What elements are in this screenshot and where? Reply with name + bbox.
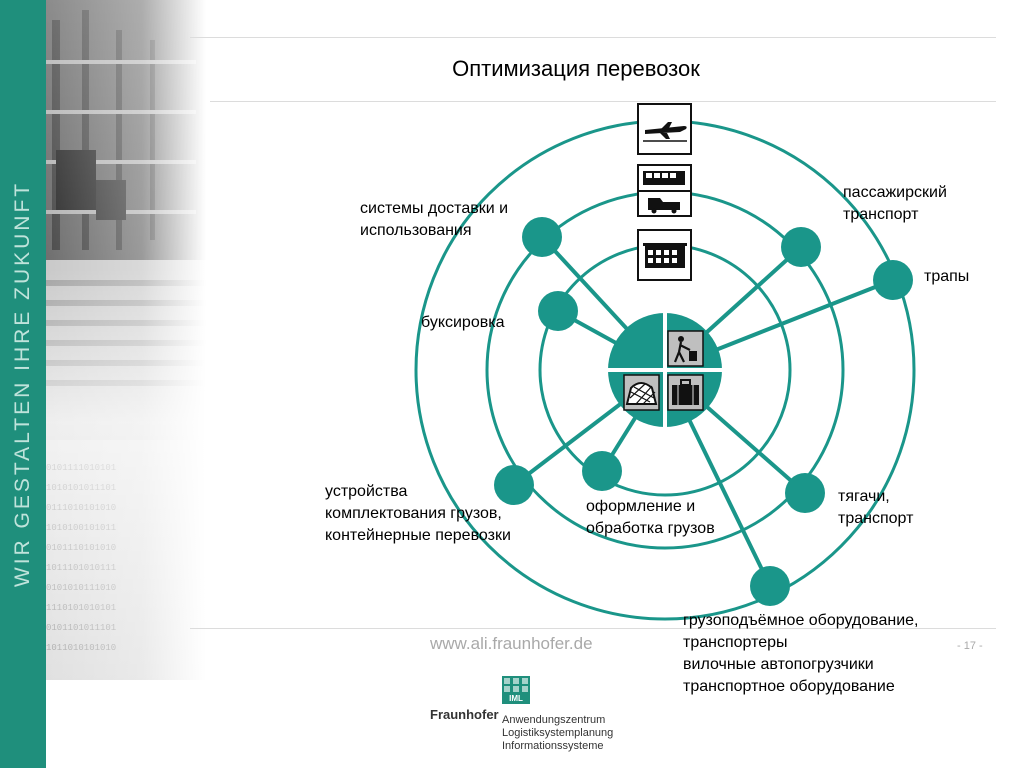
top-rule bbox=[190, 37, 996, 38]
label-lifting-equipment: грузоподъёмное оборудование, транспортер… bbox=[683, 612, 919, 695]
label-towing: буксировка bbox=[421, 314, 505, 331]
node-tractors bbox=[785, 473, 825, 513]
airplane-icon bbox=[637, 103, 692, 155]
fraunhofer-brand: Fraunhofer bbox=[430, 707, 499, 722]
building-icon bbox=[637, 229, 692, 281]
institute-name: Anwendungszentrum Logistiksystemplanung … bbox=[502, 714, 614, 752]
node-load-devices bbox=[494, 465, 534, 505]
title-rule bbox=[210, 101, 996, 102]
warehouse-photo-graphic: 0101111010101 1010101011101 011101010101… bbox=[46, 0, 206, 768]
footer-url[interactable]: www.ali.fraunhofer.de bbox=[430, 634, 593, 653]
iml-logo-badge: IML bbox=[502, 676, 530, 704]
node-cargo-handling bbox=[582, 451, 622, 491]
node-lifting-equipment bbox=[750, 566, 790, 606]
left-brand-band: WIR GESTALTEN IHRE ZUKUNFT bbox=[0, 0, 46, 768]
suitcase-icon bbox=[667, 374, 704, 411]
footer-rule bbox=[190, 628, 996, 629]
page-title: Оптимизация перевозок bbox=[452, 56, 700, 81]
node-delivery-systems bbox=[522, 217, 562, 257]
label-ramps: трапы bbox=[924, 268, 970, 285]
label-delivery-systems: системы доставки и использования bbox=[360, 200, 509, 239]
passenger-luggage-icon bbox=[667, 330, 704, 367]
node-ramps bbox=[873, 260, 913, 300]
truck-icon bbox=[637, 190, 692, 217]
label-passenger-transport: пассажирский транспорт bbox=[843, 184, 947, 223]
label-cargo-handling: оформление и обработка грузов bbox=[586, 498, 715, 537]
warehouse-photo: 0101111010101 1010101011101 011101010101… bbox=[46, 0, 206, 768]
iml-badge-text: IML bbox=[509, 694, 523, 703]
center-hub bbox=[608, 313, 722, 427]
label-tractors: тягачи, транспорт bbox=[838, 488, 914, 527]
label-load-devices: устройства комплектования грузов, контей… bbox=[325, 483, 511, 544]
bus-icon bbox=[637, 164, 692, 192]
cargo-net-icon bbox=[623, 374, 660, 411]
node-passenger-transport bbox=[781, 227, 821, 267]
node-towing bbox=[538, 291, 578, 331]
page-number: - 17 - bbox=[957, 640, 983, 652]
